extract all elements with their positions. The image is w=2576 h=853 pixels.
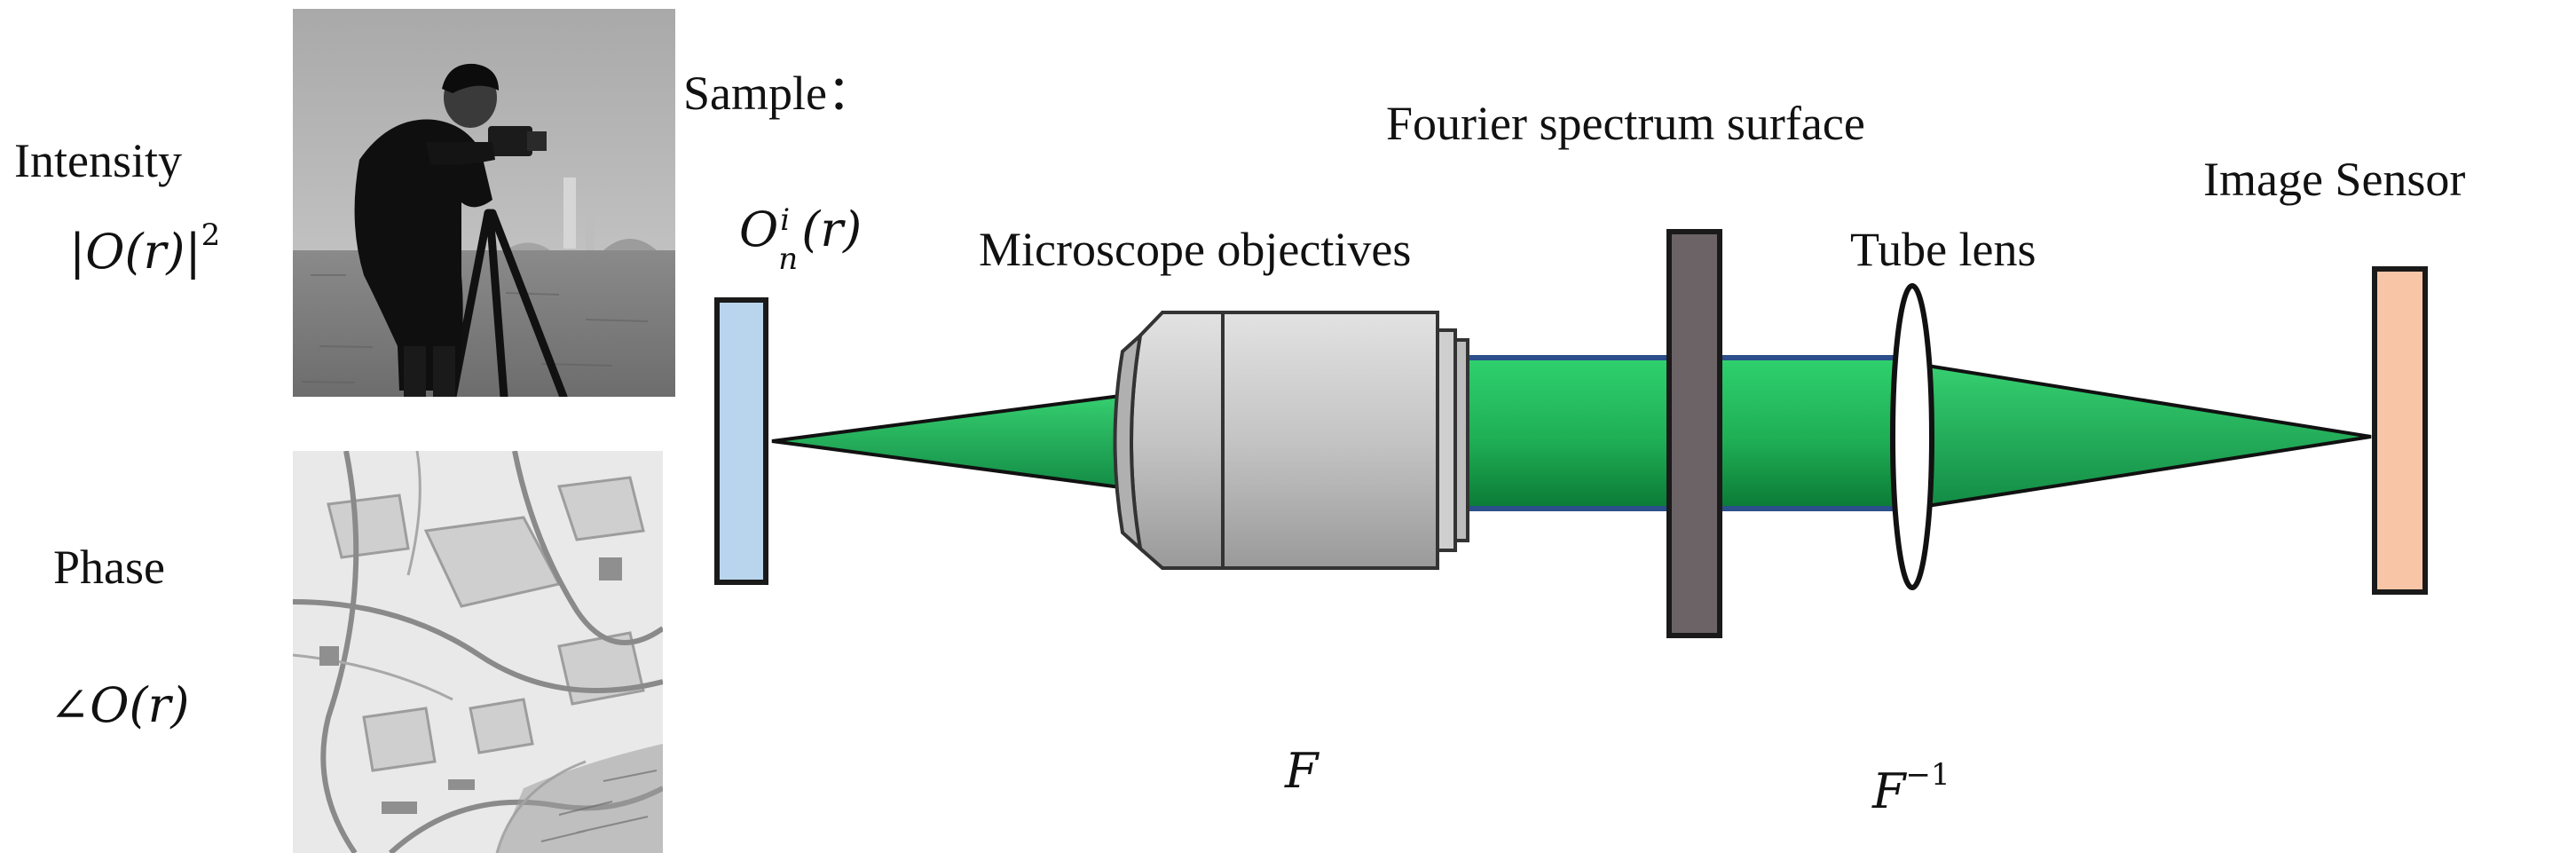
light-cone-left — [771, 392, 1129, 491]
tube-lens-label: Tube lens — [1850, 223, 2036, 276]
intensity-image — [293, 9, 675, 397]
fourier-plane-plate — [1666, 229, 1722, 638]
inverse-fourier-operator: F−1 — [1872, 757, 1950, 819]
fourier-operator: F — [1285, 743, 1319, 799]
microscope-objectives-label: Microscope objectives — [979, 223, 1412, 276]
phase-image — [293, 451, 663, 853]
sample-label: Sample： — [683, 67, 875, 120]
intensity-label: Intensity — [14, 134, 182, 187]
image-sensor-label: Image Sensor — [2203, 153, 2466, 206]
intensity-formula: |O(r)|2 — [69, 217, 221, 280]
convex-lens-icon — [1890, 283, 1934, 590]
microscope-objective-icon — [1113, 311, 1469, 570]
phase-formula: ∠O(r) — [50, 677, 190, 733]
light-cone-right — [1926, 363, 2372, 509]
image-sensor-plate — [2372, 266, 2428, 595]
sample-slide — [714, 297, 768, 585]
fourier-surface-label: Fourier spectrum surface — [1386, 97, 1865, 150]
phase-label: Phase — [53, 541, 165, 594]
